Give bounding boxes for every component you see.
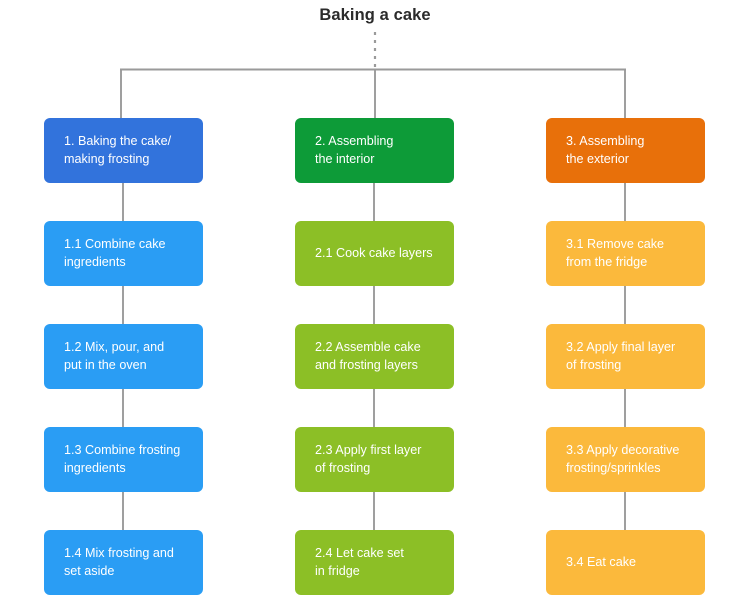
- branch-column-2: 2. Assembling the interior 2.1 Cook cake…: [295, 118, 454, 595]
- step-node-3-1-label: 3.1 Remove cake from the fridge: [566, 237, 665, 269]
- step-node-3-2-label: 3.2 Apply final layer of frosting: [566, 340, 676, 372]
- step-node-2-3-label: 2.3 Apply first layer of frosting: [315, 443, 422, 475]
- step-node-2-4-label: 2.4 Let cake set in fridge: [315, 546, 404, 578]
- step-node-3-2[interactable]: 3.2 Apply final layer of frosting: [546, 324, 705, 389]
- step-node-2-3[interactable]: 2.3 Apply first layer of frosting: [295, 427, 454, 492]
- branch-header-3-label: 3. Assembling the exterior: [566, 134, 645, 166]
- page-title: Baking a cake: [319, 6, 431, 24]
- branch-header-1-label: 1. Baking the cake/ making frosting: [64, 134, 172, 166]
- branch-header-2-label: 2. Assembling the interior: [315, 134, 394, 166]
- step-node-3-4[interactable]: 3.4 Eat cake: [546, 530, 705, 595]
- step-node-1-1[interactable]: 1.1 Combine cake ingredients: [44, 221, 203, 286]
- step-node-2-4[interactable]: 2.4 Let cake set in fridge: [295, 530, 454, 595]
- step-node-1-2[interactable]: 1.2 Mix, pour, and put in the oven: [44, 324, 203, 389]
- step-node-1-3[interactable]: 1.3 Combine frosting ingredients: [44, 427, 203, 492]
- step-node-2-2-label: 2.2 Assemble cake and frosting layers: [315, 340, 421, 372]
- branch-header-1[interactable]: 1. Baking the cake/ making frosting: [44, 118, 203, 183]
- step-node-1-2-label: 1.2 Mix, pour, and put in the oven: [64, 340, 165, 372]
- step-node-1-4-label: 1.4 Mix frosting and set aside: [64, 546, 174, 578]
- step-node-1-4[interactable]: 1.4 Mix frosting and set aside: [44, 530, 203, 595]
- step-node-3-4-label: 3.4 Eat cake: [566, 554, 637, 569]
- branch-header-2[interactable]: 2. Assembling the interior: [295, 118, 454, 183]
- step-node-1-3-label: 1.3 Combine frosting ingredients: [64, 443, 181, 475]
- step-node-1-1-label: 1.1 Combine cake ingredients: [64, 237, 166, 269]
- step-node-2-1-label: 2.1 Cook cake layers: [315, 245, 433, 260]
- step-node-3-1[interactable]: 3.1 Remove cake from the fridge: [546, 221, 705, 286]
- step-node-2-1[interactable]: 2.1 Cook cake layers: [295, 221, 454, 286]
- branch-column-3: 3. Assembling the exterior 3.1 Remove ca…: [546, 118, 705, 595]
- step-node-3-3[interactable]: 3.3 Apply decorative frosting/sprinkles: [546, 427, 705, 492]
- branch-header-3[interactable]: 3. Assembling the exterior: [546, 118, 705, 183]
- step-node-2-2[interactable]: 2.2 Assemble cake and frosting layers: [295, 324, 454, 389]
- branch-column-1: 1. Baking the cake/ making frosting 1.1 …: [44, 118, 203, 595]
- step-node-3-3-label: 3.3 Apply decorative frosting/sprinkles: [566, 443, 680, 475]
